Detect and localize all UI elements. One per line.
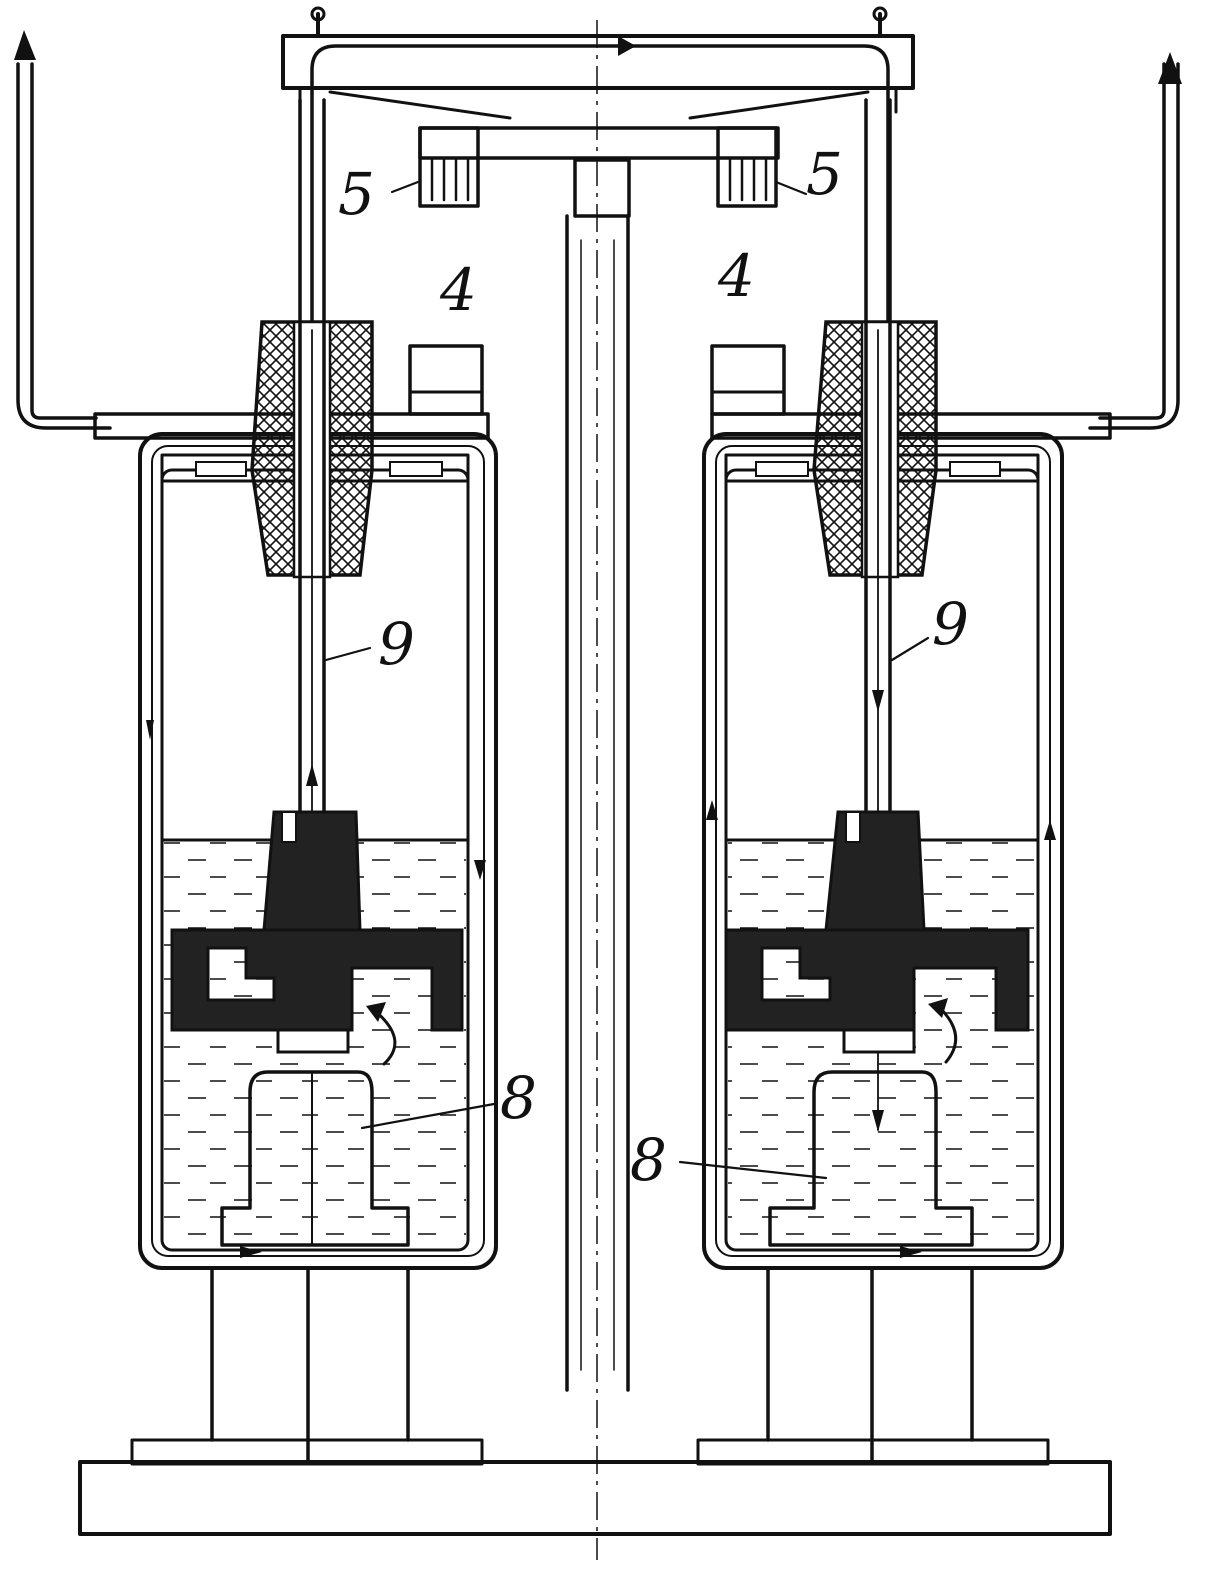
top-yoke <box>281 6 915 114</box>
current-arrow-top <box>618 36 636 56</box>
label-4-left: 4 <box>439 256 477 324</box>
right-outer-current-loop <box>1088 62 1180 430</box>
left-arc-chamber <box>14 30 498 1270</box>
label-4-right: 4 <box>717 242 755 310</box>
right-moving-contact <box>716 126 778 208</box>
right-fixed-contact <box>710 344 786 416</box>
left-support-legs <box>210 1268 410 1464</box>
right-cone-piece <box>824 810 926 932</box>
left-arc-control-block <box>170 928 464 1032</box>
contact-crossbar <box>328 90 870 160</box>
base-plate <box>78 1438 1112 1536</box>
right-top-lead-arrow <box>1158 52 1182 84</box>
central-column <box>565 158 631 1392</box>
left-outer-current-loop <box>16 62 112 430</box>
left-moving-contact <box>418 126 480 208</box>
left-lower-body <box>220 1070 410 1247</box>
label-5-left: 5 <box>338 160 375 228</box>
label-8-left: 8 <box>500 1064 537 1132</box>
label-9-right: 9 <box>932 590 969 658</box>
right-lower-body <box>768 1070 974 1247</box>
left-top-lead-arrow <box>14 30 36 60</box>
left-rod-arrow <box>306 764 318 786</box>
label-9-left: 9 <box>378 610 415 678</box>
current-path-top <box>310 44 890 332</box>
right-arc-control-block <box>724 928 1030 1032</box>
label-5-right: 5 <box>806 140 843 208</box>
left-cone-piece <box>262 810 362 932</box>
right-rod-arrow <box>872 690 884 712</box>
right-support-legs <box>766 1268 974 1464</box>
label-8-right: 8 <box>630 1126 667 1194</box>
leader-lines <box>324 180 930 1180</box>
right-arc-chamber <box>702 52 1182 1270</box>
left-fixed-contact <box>408 344 484 416</box>
